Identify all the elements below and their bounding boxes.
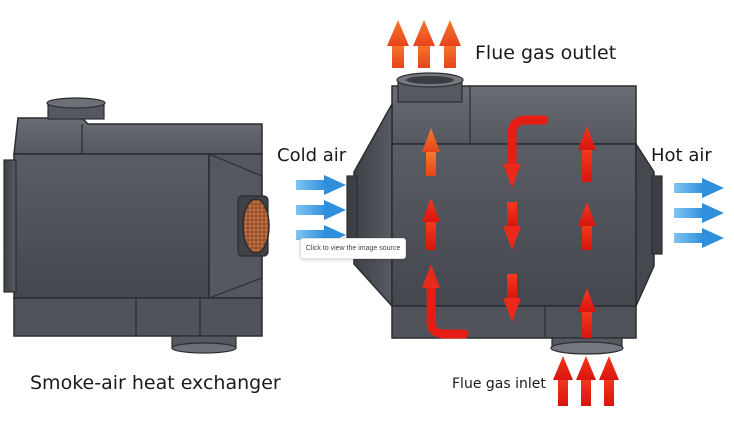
exchanger-name-label: Smoke-air heat exchanger	[30, 372, 281, 394]
arrow-right-icon	[296, 200, 346, 220]
flow-up-col3-top	[578, 126, 596, 182]
flow-down-col2-mid	[503, 202, 521, 250]
flow-up-col3-mid	[578, 202, 596, 250]
arrow-up-icon	[553, 356, 573, 406]
arrow-right-icon	[674, 228, 724, 248]
left-exchanger	[3, 97, 270, 354]
cold-air-label: Cold air	[277, 145, 347, 166]
flow-u-turn-bottom	[422, 264, 469, 339]
arrow-up-icon	[387, 20, 409, 68]
flow-down-col2-low	[503, 274, 521, 322]
flue-gas-outlet-arrows	[387, 20, 461, 68]
left-bottom-pipe	[171, 335, 237, 354]
arrow-up-icon	[413, 20, 435, 68]
left-mesh-inlet	[237, 195, 270, 257]
arrow-right-icon	[296, 175, 346, 195]
inlet-pipe	[550, 337, 624, 355]
hot-air-label: Hot air	[651, 145, 712, 166]
flow-up-red-col1	[422, 198, 440, 250]
flow-up-col3-low	[578, 288, 596, 338]
flow-up-orange-col1	[422, 128, 440, 176]
flow-u-turn-top	[503, 115, 549, 188]
left-top-pipe	[46, 97, 106, 120]
internal-flow-arrows	[422, 115, 596, 339]
flue-gas-inlet-label: Flue gas inlet	[452, 376, 546, 392]
outlet-pipe	[396, 72, 464, 103]
arrow-right-icon	[674, 203, 724, 223]
right-exchanger	[346, 72, 663, 355]
flue-gas-outlet-label: Flue gas outlet	[475, 42, 617, 64]
image-source-tooltip[interactable]: Click to view the image source	[300, 238, 406, 259]
arrow-up-icon	[439, 20, 461, 68]
arrow-right-icon	[674, 178, 724, 198]
flue-gas-inlet-arrows	[553, 356, 619, 406]
hot-air-arrows	[674, 178, 724, 248]
cold-air-arrows	[296, 175, 346, 245]
arrow-up-icon	[576, 356, 596, 406]
arrow-up-icon	[599, 356, 619, 406]
